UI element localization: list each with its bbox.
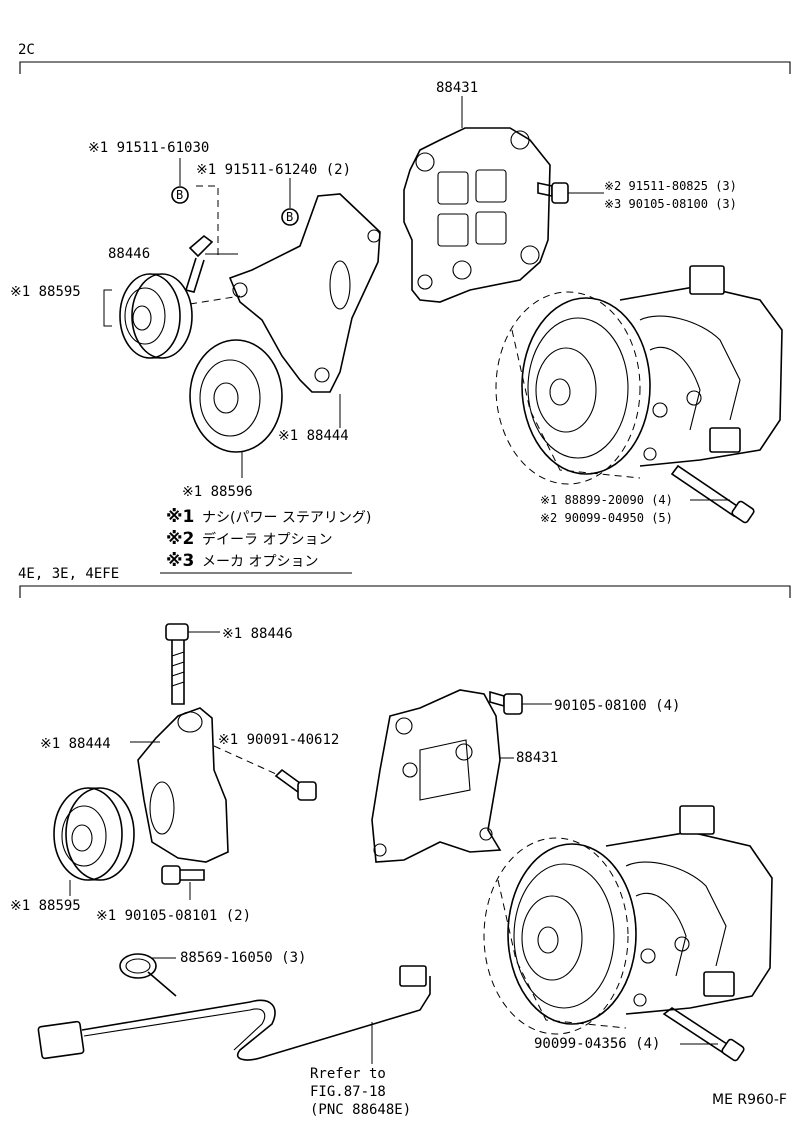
legend-mark-2: ※2 (166, 529, 194, 549)
label-88446-top: 88446 (108, 246, 150, 262)
label-bolt-04356: 90099-04356 (4) (534, 1036, 660, 1052)
legend-mark-1: ※1 (166, 507, 194, 527)
compressor-bottom-drawing (483, 805, 773, 1035)
section-2c-label: 2C (18, 42, 35, 58)
bolt-20090-drawing (670, 464, 755, 524)
label-bolt-20090: ※1 88899-20090 (4) (540, 493, 673, 507)
section-2c-frame: 2C (18, 42, 791, 74)
section-4e-label: 4E, 3E, 4EFE (18, 566, 119, 582)
clamp-16050-drawing (119, 953, 177, 997)
bracket-88431-bottom-drawing (371, 689, 514, 863)
label-bolt-04950: ※2 90099-04950 (5) (540, 511, 673, 525)
label-88446-bottom: ※1 88446 (222, 626, 293, 642)
bracket-88444-top-drawing (228, 193, 381, 428)
bolt-40612-drawing (213, 745, 317, 801)
label-bolt-61030: ※1 91511-61030 (88, 140, 209, 156)
marker-b-1-text: B (176, 188, 183, 202)
legend-text-1: ナシ(パワー ステアリング) (202, 510, 371, 526)
label-bolt-61240: ※1 91511-61240 (2) (196, 162, 351, 178)
pulley-88595-top-drawing (103, 273, 193, 359)
bolt-88446-top-drawing (184, 234, 238, 293)
label-88431-bottom: 88431 (516, 750, 558, 766)
label-88444-bottom: ※1 88444 (40, 736, 111, 752)
marker-b-2: B (281, 178, 299, 226)
section-4e-frame: 4E, 3E, 4EFE (18, 566, 791, 598)
label-refer-1: Rrefer to (310, 1066, 386, 1082)
label-88444-top: ※1 88444 (278, 428, 349, 444)
footer-code: ME R960-F (712, 1092, 787, 1108)
bolt-08100-bottom-drawing (489, 690, 552, 715)
label-88431-top: 88431 (436, 80, 478, 96)
pulley-88595-bottom-drawing (53, 787, 135, 896)
label-88596-top: ※1 88596 (182, 484, 253, 500)
label-bolt-08100-bottom: 90105-08100 (4) (554, 698, 680, 714)
wire-harness-drawing (37, 965, 431, 1064)
label-bolt-80825: ※2 91511-80825 (3) (604, 179, 737, 193)
bracket-88444-bottom-drawing (130, 707, 229, 863)
bolt-08101-drawing (161, 865, 205, 900)
legend-text-2: デイーラ オプション (202, 531, 332, 548)
compressor-top-drawing (495, 265, 783, 485)
bolt-04356-drawing (662, 1007, 745, 1062)
legend-text-3: メーカ オプション (202, 554, 318, 570)
bolt-88446-bottom-drawing (165, 623, 220, 705)
legend-mark-3: ※3 (166, 551, 194, 571)
label-refer-3: (PNC 88648E) (310, 1102, 411, 1118)
marker-b-1: B (171, 158, 219, 256)
marker-b-2-text: B (286, 210, 293, 224)
label-88595-bottom: ※1 88595 (10, 898, 81, 914)
legend: ※1 ナシ(パワー ステアリング) ※2 デイーラ オプション ※3 メーカ オ… (160, 507, 371, 574)
label-88595-top: ※1 88595 (10, 284, 81, 300)
bolt-80825-drawing (537, 182, 604, 204)
label-bolt-08100-top: ※3 90105-08100 (3) (604, 197, 737, 211)
label-clamp-16050: 88569-16050 (3) (180, 950, 306, 966)
pulley-88596-top-drawing (189, 339, 283, 478)
label-bolt-40612: ※1 90091-40612 (218, 732, 339, 748)
label-refer-2: FIG.87-18 (310, 1084, 386, 1100)
bracket-88431-top-drawing (403, 96, 551, 303)
label-bolt-08101: ※1 90105-08101 (2) (96, 908, 251, 924)
